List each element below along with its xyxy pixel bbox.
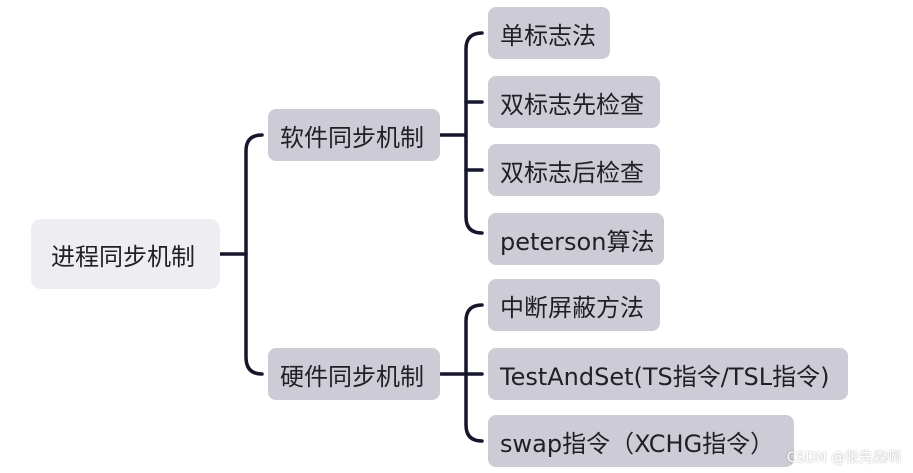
leaf-node-interrupt-masking-label: 中断屏蔽方法: [500, 293, 644, 322]
leaf-node-double-flag-check-first-label: 双标志先检查: [500, 90, 644, 119]
leaf-node-double-flag-check-after[interactable]: 双标志后检查: [488, 144, 660, 196]
root-node-label: 进程同步机制: [51, 242, 195, 271]
root-node[interactable]: 进程同步机制: [31, 219, 220, 289]
leaf-node-single-flag-label: 单标志法: [500, 21, 596, 50]
branch-node-hardware[interactable]: 硬件同步机制: [268, 348, 440, 400]
connector-software-spine: [464, 31, 484, 235]
leaf-node-test-and-set-label: TestAndSet(TS指令/TSL指令): [500, 362, 830, 391]
leaf-node-peterson-label: peterson算法: [500, 227, 655, 256]
leaf-node-test-and-set[interactable]: TestAndSet(TS指令/TSL指令): [488, 348, 848, 400]
leaf-node-single-flag[interactable]: 单标志法: [488, 7, 610, 59]
leaf-node-double-flag-check-after-label: 双标志后检查: [500, 158, 644, 187]
branch-node-hardware-label: 硬件同步机制: [280, 362, 424, 391]
watermark: CSDN @张先森啊: [786, 450, 901, 466]
leaf-node-peterson[interactable]: peterson算法: [488, 213, 664, 265]
leaf-node-interrupt-masking[interactable]: 中断屏蔽方法: [488, 279, 660, 331]
branch-node-software-label: 软件同步机制: [280, 123, 424, 152]
connector-root-spine: [244, 133, 264, 376]
leaf-node-swap-label: swap指令（XCHG指令）: [500, 429, 775, 458]
leaf-node-swap[interactable]: swap指令（XCHG指令）: [488, 415, 794, 467]
leaf-node-double-flag-check-first[interactable]: 双标志先检查: [488, 76, 660, 128]
branch-node-software[interactable]: 软件同步机制: [268, 109, 440, 161]
